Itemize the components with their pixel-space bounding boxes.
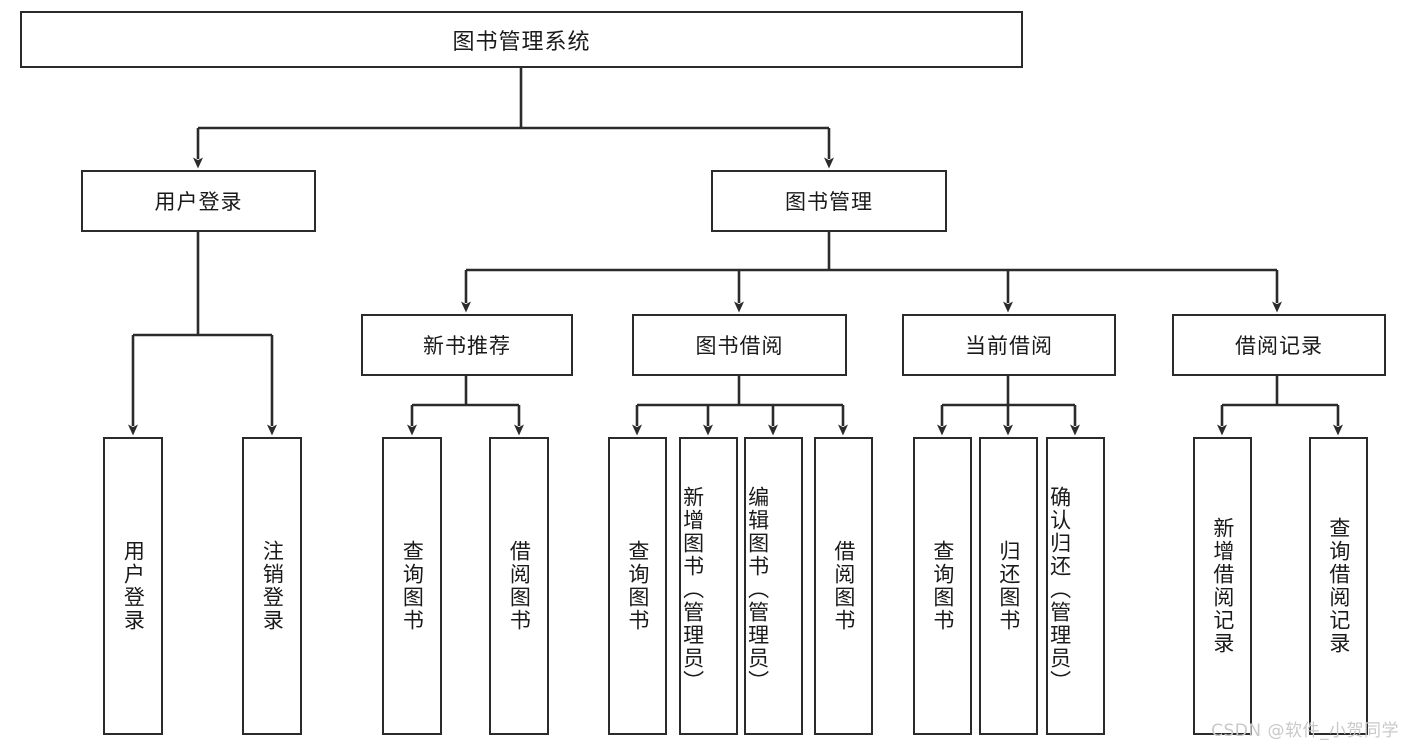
leaf-borrow-query-book[interactable]: 查询图书 — [608, 437, 667, 735]
node-label: 用户登录 — [154, 190, 243, 214]
node-book-borrow[interactable]: 图书借阅 — [632, 314, 847, 376]
leaf-label: 查询借阅记录 — [1326, 517, 1351, 655]
leaf-new-book-borrow-book[interactable]: 借阅图书 — [489, 437, 549, 735]
node-label: 新书推荐 — [423, 334, 511, 358]
leaf-records-query-record[interactable]: 查询借阅记录 — [1309, 437, 1368, 735]
leaf-label: 借阅图书 — [507, 540, 532, 632]
leaf-label: 确认归还（管理员） — [1047, 485, 1072, 693]
leaf-new-book-query-book[interactable]: 查询图书 — [382, 437, 442, 735]
leaf-borrow-borrow-book[interactable]: 借阅图书 — [814, 437, 873, 735]
leaf-label: 新增图书（管理员） — [680, 485, 705, 693]
leaf-records-add-record[interactable]: 新增借阅记录 — [1193, 437, 1252, 735]
node-label: 借阅记录 — [1235, 334, 1323, 358]
node-new-book-recommend[interactable]: 新书推荐 — [361, 314, 573, 376]
node-label: 图书管理系统 — [452, 29, 591, 55]
leaf-label: 查询图书 — [625, 540, 650, 632]
node-borrow-records[interactable]: 借阅记录 — [1172, 314, 1386, 376]
node-book-management[interactable]: 图书管理 — [711, 170, 947, 232]
leaf-current-return-book[interactable]: 归还图书 — [979, 437, 1038, 735]
leaf-current-query-book[interactable]: 查询图书 — [913, 437, 972, 735]
leaf-borrow-edit-book-admin[interactable]: 编辑图书（管理员） — [744, 437, 803, 735]
leaf-label: 用户登录 — [121, 540, 146, 632]
node-label: 图书管理 — [785, 190, 873, 214]
node-root-book-management-system[interactable]: 图书管理系统 — [20, 11, 1023, 68]
node-current-borrow[interactable]: 当前借阅 — [902, 314, 1116, 376]
leaf-label: 借阅图书 — [831, 540, 856, 632]
leaf-label: 归还图书 — [996, 540, 1021, 632]
leaf-label: 查询图书 — [400, 540, 425, 632]
leaf-current-confirm-return-admin[interactable]: 确认归还（管理员） — [1046, 437, 1105, 735]
leaf-user-login-login[interactable]: 用户登录 — [103, 437, 163, 735]
node-label: 当前借阅 — [965, 334, 1053, 358]
leaf-borrow-add-book-admin[interactable]: 新增图书（管理员） — [679, 437, 738, 735]
node-label: 图书借阅 — [695, 334, 784, 358]
leaf-user-login-logout[interactable]: 注销登录 — [242, 437, 302, 735]
leaf-label: 编辑图书（管理员） — [745, 485, 770, 693]
leaf-label: 查询图书 — [930, 540, 955, 632]
leaf-label: 注销登录 — [260, 540, 285, 632]
node-user-login[interactable]: 用户登录 — [81, 170, 316, 232]
csdn-watermark: CSDN @软件_小贺同学 — [1211, 721, 1399, 741]
leaf-label: 新增借阅记录 — [1210, 517, 1235, 655]
